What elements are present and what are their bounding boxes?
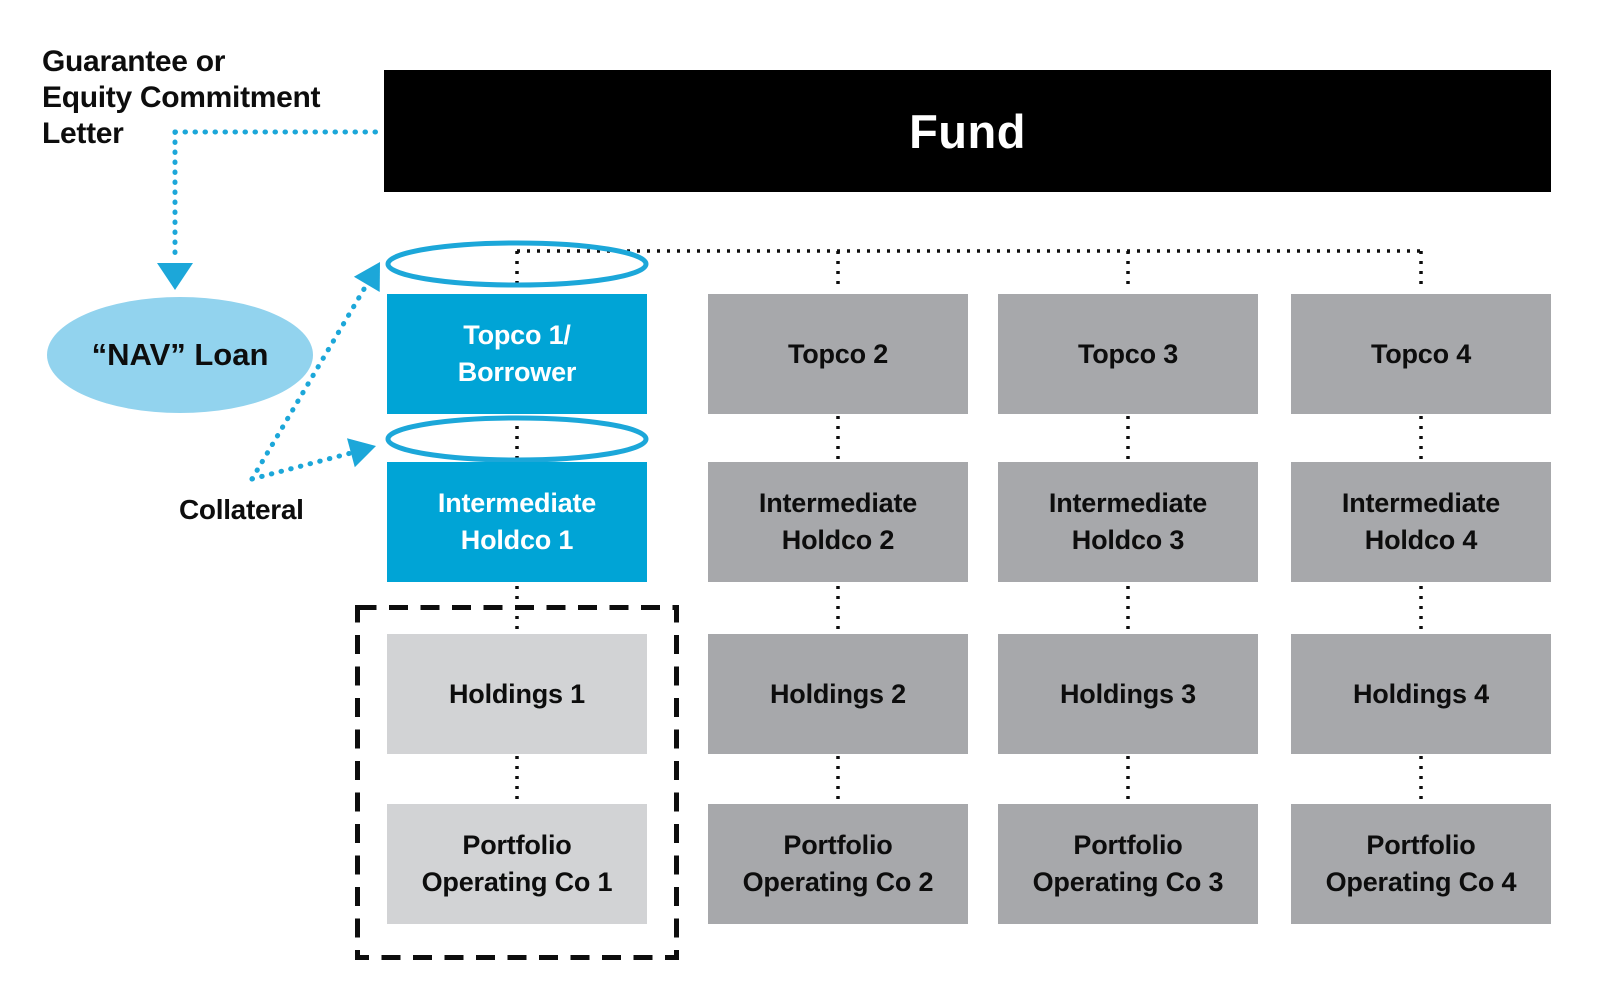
box-intermediate-holdco-4: Intermediate Holdco 4 [1291, 462, 1551, 582]
pledge-ellipse-upper [385, 240, 649, 288]
guarantee-arrowhead-icon [157, 263, 193, 290]
nav-loan-ellipse: “NAV” Loan [47, 297, 313, 413]
box-topco-4: Topco 4 [1291, 294, 1551, 414]
collateral-dotted-line-lower [249, 450, 354, 482]
dashed-group-outline [355, 605, 679, 960]
collateral-label: Collateral [179, 494, 304, 525]
fund-title: Fund [909, 104, 1026, 158]
box-holdings-4: Holdings 4 [1291, 634, 1551, 754]
box-intermediate-holdco-1: Intermediate Holdco 1 [387, 462, 647, 582]
box-topco-3: Topco 3 [998, 294, 1258, 414]
box-intermediate-holdco-3: Intermediate Holdco 3 [998, 462, 1258, 582]
guarantee-label: Guarantee or Equity Commitment Letter [42, 45, 321, 150]
box-portfolio-operating-co-1: Portfolio Operating Co 1 [387, 804, 647, 924]
pledge-ellipse-lower [385, 415, 649, 463]
box-holdings-2: Holdings 2 [708, 634, 968, 754]
nav-loan-label: “NAV” Loan [91, 337, 269, 372]
box-topco-2: Topco 2 [708, 294, 968, 414]
collateral-arrowhead-upper-icon [353, 262, 380, 292]
box-portfolio-operating-co-3: Portfolio Operating Co 3 [998, 804, 1258, 924]
box-portfolio-operating-co-4: Portfolio Operating Co 4 [1291, 804, 1551, 924]
box-portfolio-operating-co-2: Portfolio Operating Co 2 [708, 804, 968, 924]
collateral-arrowhead-lower-icon [347, 438, 376, 468]
box-intermediate-holdco-2: Intermediate Holdco 2 [708, 462, 968, 582]
box-topco-1-borrower: Topco 1/ Borrower [387, 294, 647, 414]
box-holdings-1: Holdings 1 [387, 634, 647, 754]
fund-box: Fund [384, 70, 1551, 192]
collateral-dotted-line-upper [249, 281, 370, 482]
box-holdings-3: Holdings 3 [998, 634, 1258, 754]
